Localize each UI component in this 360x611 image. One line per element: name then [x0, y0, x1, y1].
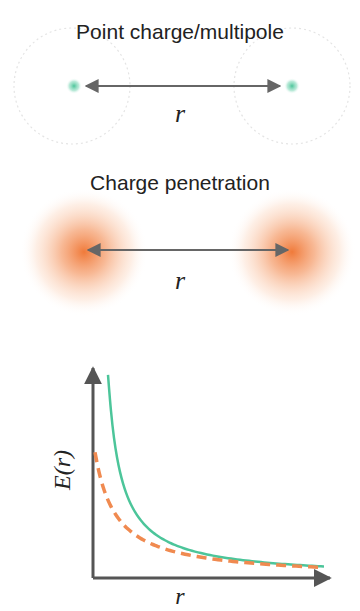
x-axis: [93, 577, 330, 580]
section-title: Point charge/multipole: [76, 20, 284, 43]
axis-label: E(r): [49, 450, 75, 490]
y-axis: [92, 368, 95, 578]
distance-arrow: [86, 85, 280, 87]
penetration-curve: [95, 452, 323, 567]
distance-arrow: [88, 249, 288, 251]
charge-cloud: [20, 188, 148, 316]
point-charge: [66, 78, 82, 94]
charge-cloud: [228, 188, 356, 316]
distance-label: r: [175, 100, 185, 129]
axis-label: r: [175, 583, 184, 609]
point-charge: [284, 78, 300, 94]
distance-label: r: [175, 267, 185, 296]
section-title: Charge penetration: [90, 171, 270, 194]
